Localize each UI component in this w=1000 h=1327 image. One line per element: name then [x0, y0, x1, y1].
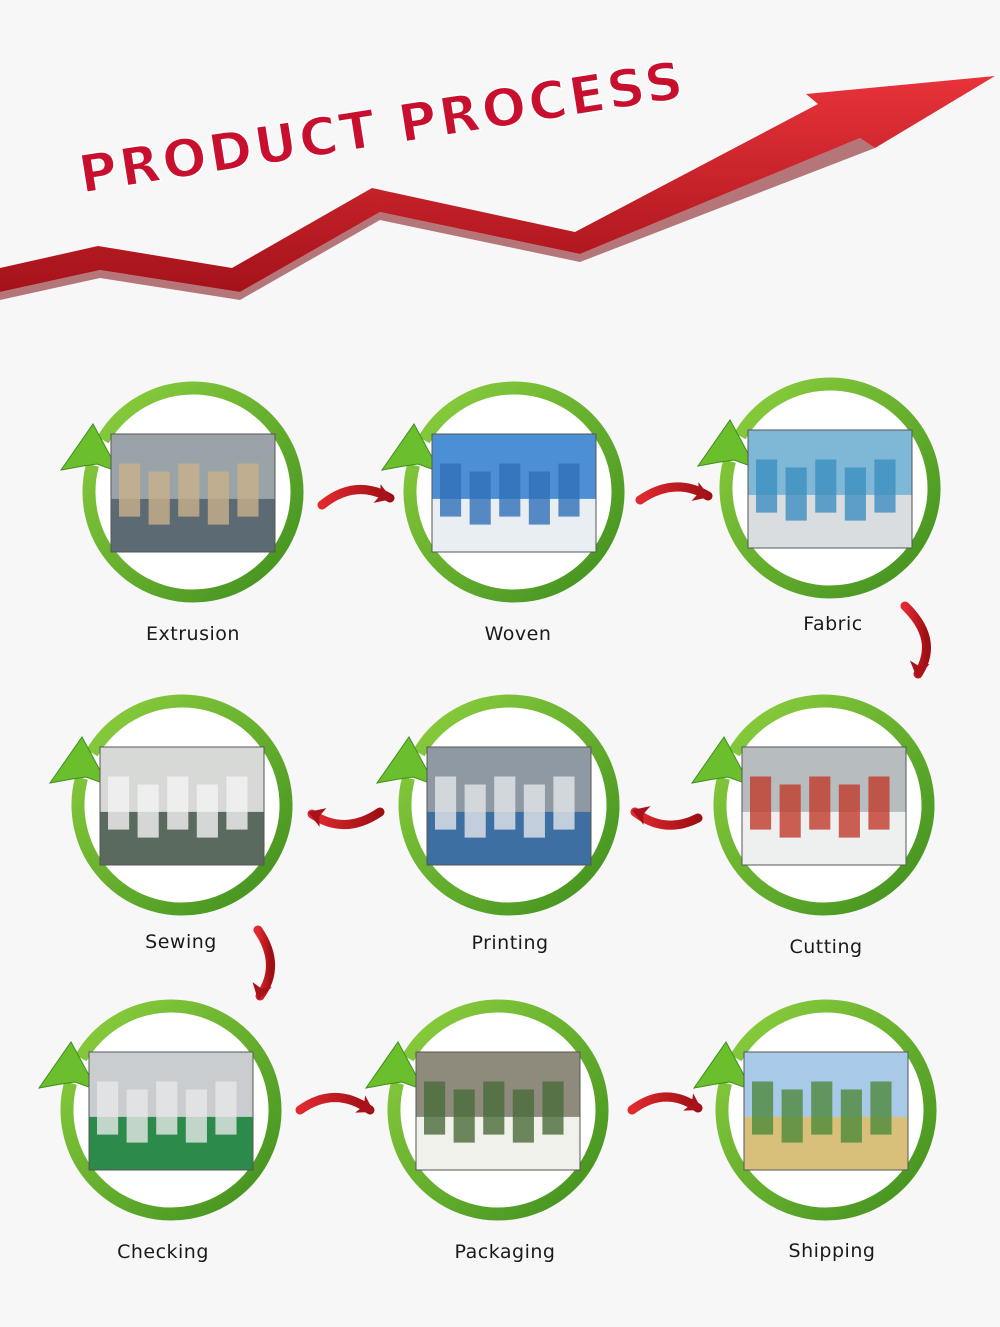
curved-flow-arrow-icon	[317, 484, 395, 510]
circular-arrow-icon	[60, 999, 282, 1221]
step-label: Shipping	[789, 1240, 876, 1262]
ring-arrowhead-icon	[696, 419, 758, 469]
circular-arrow-icon	[403, 381, 625, 603]
process-step-printing: Printing	[375, 694, 620, 954]
ring-arrowhead-icon	[380, 423, 442, 473]
circular-arrow-icon	[82, 381, 304, 603]
fabric-rolls-photo	[747, 429, 913, 549]
curved-flow-arrow-icon	[252, 925, 275, 1001]
trend-arrow-icon	[0, 76, 995, 300]
sewing-worker-photo	[99, 746, 265, 866]
step-label: Packaging	[455, 1241, 556, 1263]
curved-flow-arrow-icon	[627, 1092, 703, 1115]
curved-flow-arrow-icon	[307, 807, 385, 829]
step-label: Sewing	[145, 931, 217, 953]
process-step-fabric: Fabric	[696, 377, 941, 635]
ring-arrowhead-icon	[375, 736, 437, 786]
curved-flow-arrow-icon	[295, 1093, 375, 1115]
ring-arrowhead-icon	[364, 1041, 426, 1091]
step-label: Woven	[485, 623, 552, 645]
step-label: Fabric	[803, 613, 862, 635]
process-step-packaging: Packaging	[364, 999, 609, 1263]
bag-bales-photo	[415, 1051, 581, 1171]
circular-arrow-icon	[715, 999, 937, 1221]
ring-arrowhead-icon	[692, 1041, 754, 1091]
process-step-cutting: Cutting	[690, 694, 935, 958]
printing-machines-photo	[426, 746, 592, 866]
circular-arrow-icon	[719, 377, 941, 599]
step-label: Printing	[471, 932, 548, 954]
process-step-woven: Woven	[380, 381, 625, 645]
quality-checking-photo	[88, 1051, 254, 1171]
circular-arrow-icon	[71, 694, 293, 916]
process-step-shipping: Shipping	[692, 999, 937, 1262]
curved-flow-arrow-icon	[900, 601, 931, 679]
page-title: PRODUCT PROCESS	[75, 51, 690, 206]
process-step-sewing: Sewing	[48, 694, 293, 953]
factory-machine-photo	[110, 433, 276, 553]
process-step-extrusion: Extrusion	[59, 381, 304, 645]
step-label: Cutting	[789, 936, 862, 958]
weaving-looms-photo	[431, 433, 597, 553]
circular-arrow-icon	[713, 694, 935, 916]
circular-arrow-icon	[387, 999, 609, 1221]
step-label: Checking	[117, 1241, 209, 1263]
ring-arrowhead-icon	[48, 736, 110, 786]
step-label: Extrusion	[146, 623, 240, 645]
curved-flow-arrow-icon	[635, 482, 713, 505]
cutting-workshop-photo	[741, 746, 907, 866]
warehouse-truck-photo	[743, 1051, 909, 1171]
circular-arrow-icon	[398, 694, 620, 916]
ring-arrowhead-icon	[59, 423, 121, 473]
curved-flow-arrow-icon	[630, 806, 703, 830]
ring-arrowhead-icon	[37, 1041, 99, 1091]
process-step-checking: Checking	[37, 999, 282, 1263]
ring-arrowhead-icon	[690, 736, 752, 786]
